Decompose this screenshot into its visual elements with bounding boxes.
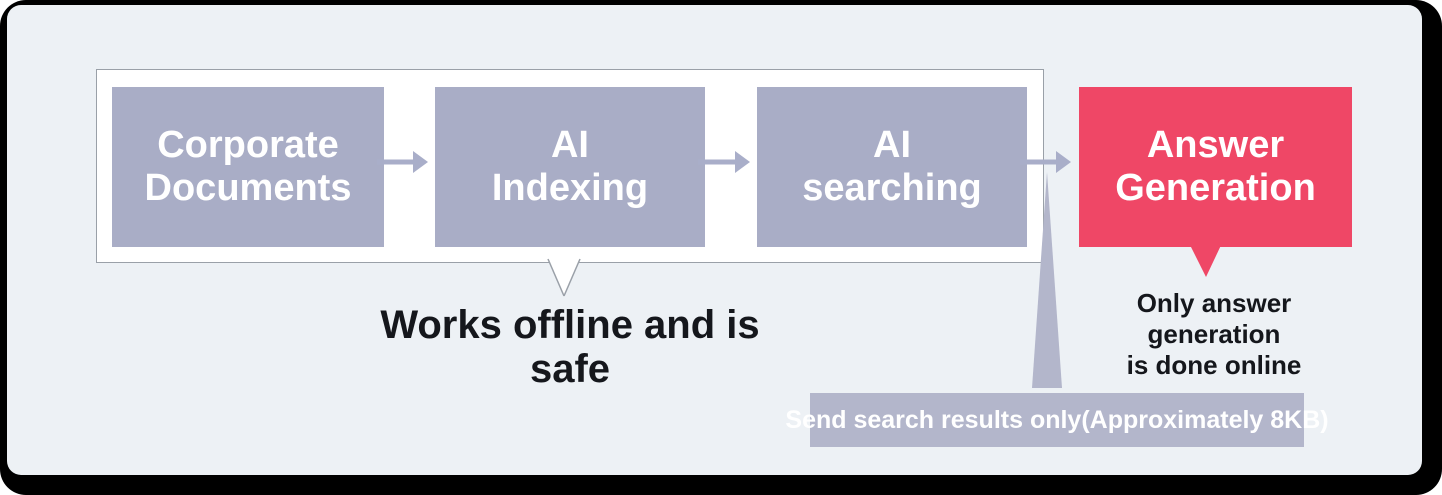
transfer-label-bar: Send search results only(Approximately 8… (785, 393, 1329, 447)
offline-callout-text: Works offline and is safe (380, 303, 760, 391)
flow-box-ai-searching: AI searching (757, 87, 1027, 247)
online-callout-text: Only answer generation is done online (1126, 288, 1302, 380)
flow-box-corporate-documents: Corporate Documents (112, 87, 384, 247)
flow-box-ai-indexing: AI Indexing (435, 87, 705, 247)
diagram-canvas: Corporate Documents AI Indexing AI searc… (7, 5, 1422, 475)
transfer-label-text: Send search results only(Approximately 8… (785, 405, 1329, 434)
flow-box-answer-generation: Answer Generation (1079, 87, 1352, 247)
